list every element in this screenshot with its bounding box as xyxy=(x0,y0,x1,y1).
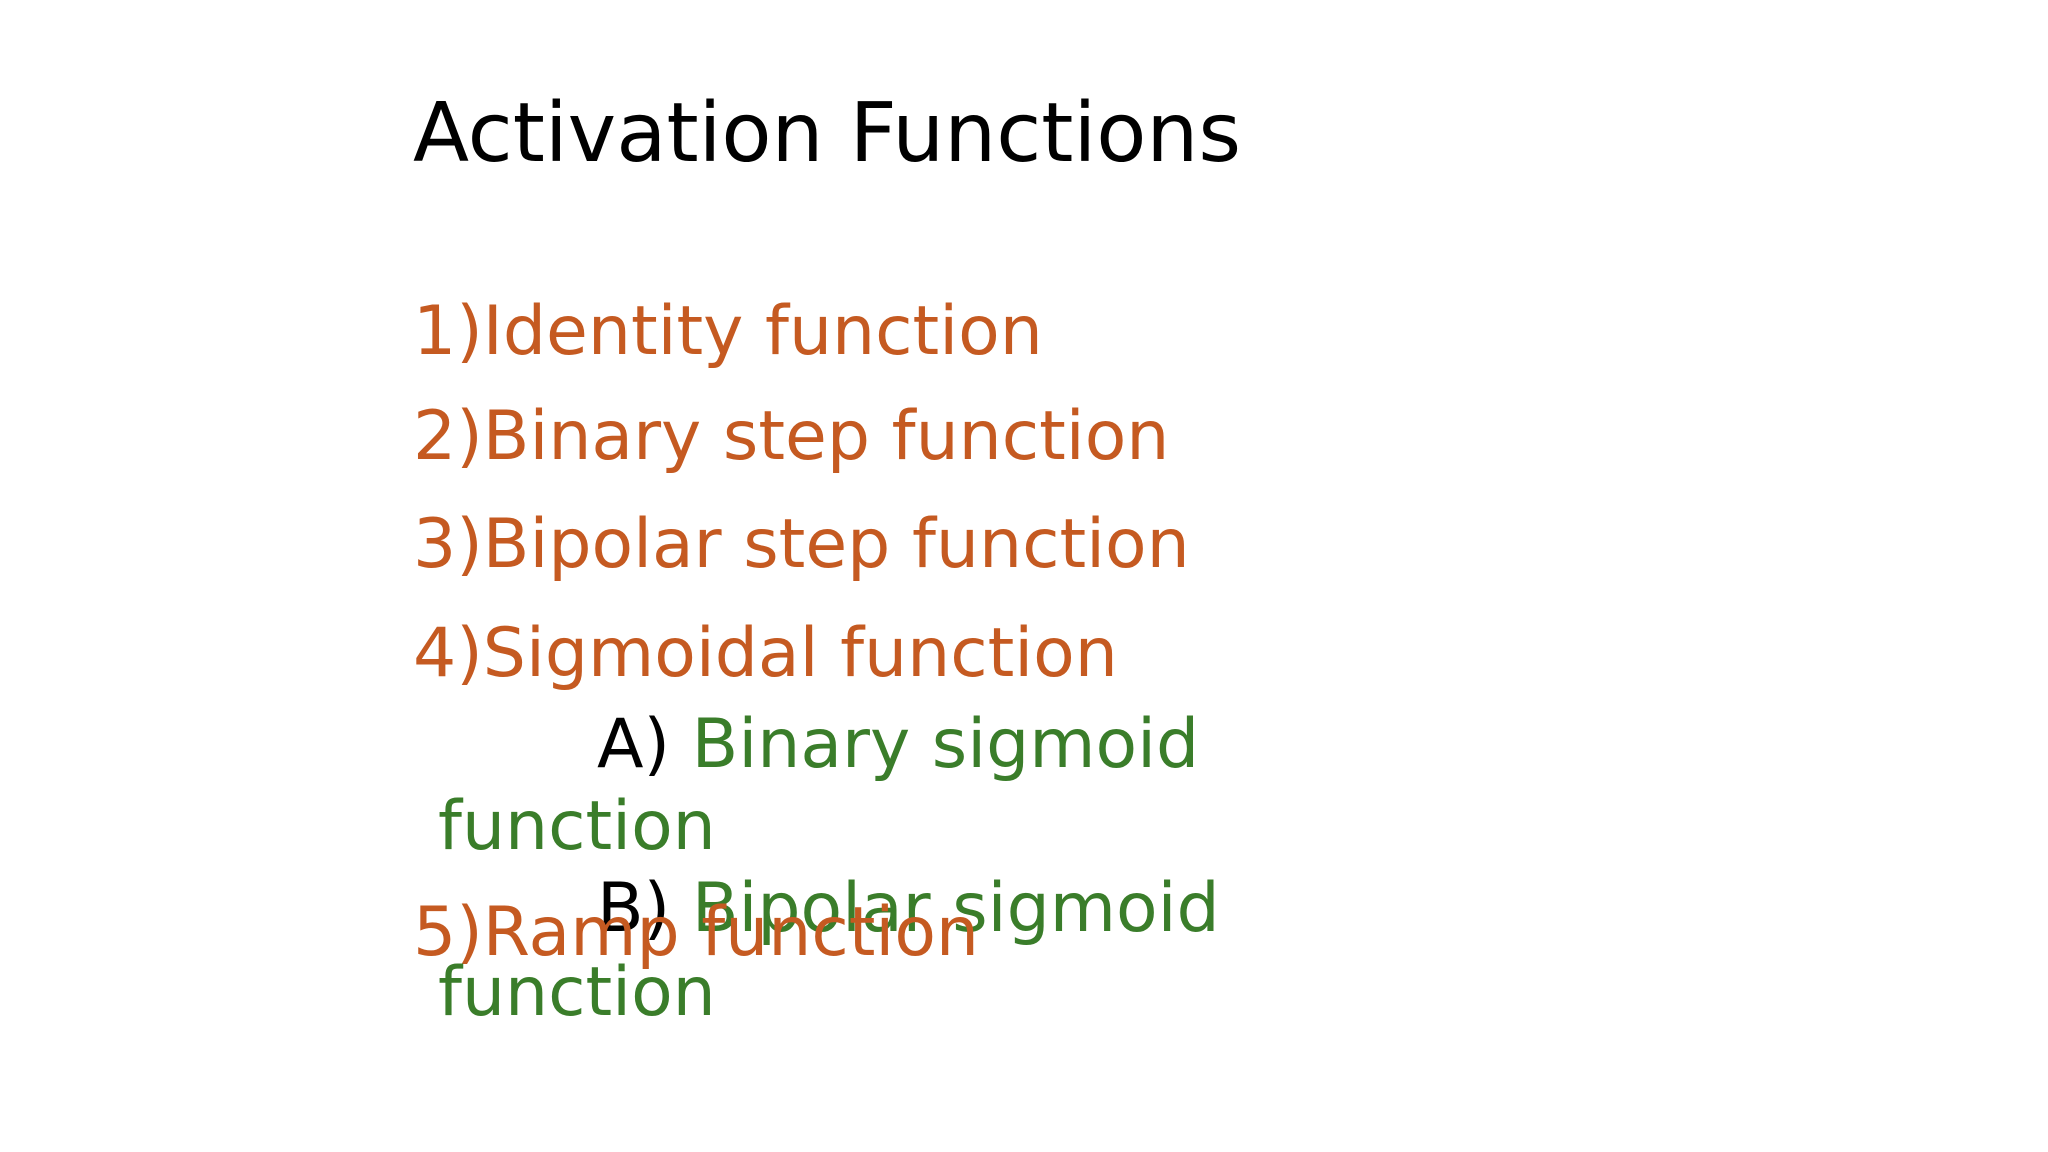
subitem-bipolar-sigmoid-continuation: function xyxy=(438,953,716,1032)
list-item-identity-function: 1)Identity function xyxy=(413,292,1043,371)
subitem-bipolar-sigmoid-text: Bipolar sigmoid xyxy=(691,869,1220,948)
list-item-binary-step-function: 2)Binary step function xyxy=(413,397,1170,476)
subitem-marker-b: B) xyxy=(597,869,671,948)
slide-title: Activation Functions xyxy=(413,86,1242,181)
list-item-ramp-function: 5)Ramp function xyxy=(413,893,980,972)
subitem-binary-sigmoid-text: Binary sigmoid xyxy=(691,705,1200,784)
list-item-sigmoidal-function: 4)Sigmoidal function xyxy=(413,614,1118,693)
subitem-bipolar-sigmoid: B) Bipolar sigmoid xyxy=(597,869,1220,949)
list-item-bipolar-step-function: 3)Bipolar step function xyxy=(413,505,1190,584)
subitem-binary-sigmoid: A) Binary sigmoid xyxy=(597,705,1199,785)
subitem-marker-a: A) xyxy=(597,705,671,784)
subitem-binary-sigmoid-continuation: function xyxy=(438,787,716,866)
